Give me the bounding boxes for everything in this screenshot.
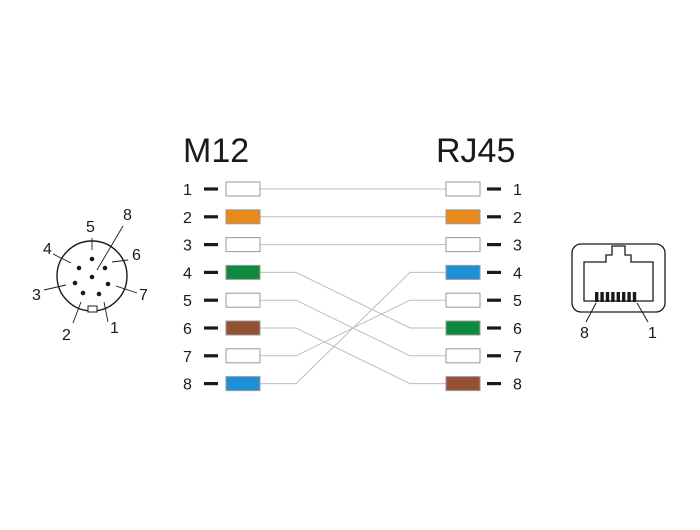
m12-pin-dot bbox=[105, 281, 111, 287]
wire-8-to-4 bbox=[260, 271, 446, 385]
rj45-pin-number: 3 bbox=[513, 238, 522, 255]
rj45-wire-color-box bbox=[445, 376, 481, 392]
rj45-pin-number: 1 bbox=[513, 182, 522, 199]
m12-label-leader bbox=[111, 259, 129, 263]
rj45-label-pin8: 8 bbox=[580, 325, 589, 342]
rj45-wire-color-box bbox=[445, 237, 481, 253]
m12-face-label: 5 bbox=[86, 219, 95, 236]
wire-4-to-6 bbox=[260, 271, 446, 329]
rj45-contact bbox=[616, 292, 620, 302]
m12-title: M12 bbox=[183, 132, 249, 170]
rj45-pin-number: 2 bbox=[513, 210, 522, 227]
rj45-contact bbox=[627, 292, 631, 302]
m12-label-leader bbox=[72, 301, 82, 324]
m12-pin-number: 4 bbox=[183, 265, 192, 282]
rj45-contact bbox=[632, 292, 637, 302]
rj45-pin-number: 4 bbox=[513, 265, 522, 282]
rj45-label-pin1: 1 bbox=[648, 325, 657, 342]
m12-pin-dot bbox=[89, 274, 95, 280]
rj45-pin1-leader bbox=[636, 302, 649, 323]
m12-face-label: 2 bbox=[62, 327, 71, 344]
m12-wire-color-box bbox=[225, 292, 261, 308]
m12-face-label: 3 bbox=[32, 287, 41, 304]
wire-group bbox=[260, 188, 446, 385]
m12-pin-number: 2 bbox=[183, 210, 192, 227]
m12-pin-number: 5 bbox=[183, 293, 192, 310]
m12-wire-color-box bbox=[225, 209, 261, 225]
rj45-pin-number: 8 bbox=[513, 377, 522, 394]
rj45-contact bbox=[595, 292, 599, 302]
m12-pin-dot bbox=[72, 280, 78, 286]
m12-pin-number: 6 bbox=[183, 321, 192, 338]
m12-pin-dot bbox=[96, 291, 102, 297]
rj45-opening bbox=[583, 245, 654, 302]
rj45-contact bbox=[605, 292, 610, 302]
m12-pin-labels: 1 2 3 4 5 6 7 8 bbox=[32, 207, 148, 344]
m12-face-label: 7 bbox=[139, 287, 148, 304]
m12-label-leader bbox=[96, 225, 124, 271]
rj45-pin-number: 5 bbox=[513, 293, 522, 310]
wire-6-to-8 bbox=[260, 327, 446, 385]
pin-rows: 1 2 3 4 5 6 7 8 1 2 3 4 5 6 7 8 bbox=[183, 181, 522, 394]
m12-face-label: 1 bbox=[110, 320, 119, 337]
m12-pin-number: 1 bbox=[183, 182, 192, 199]
m12-wire-color-box bbox=[225, 237, 261, 253]
m12-pin-number: 8 bbox=[183, 377, 192, 394]
m12-pin-dot bbox=[102, 265, 108, 271]
rj45-wire-color-box bbox=[445, 209, 481, 225]
m12-wire-color-box bbox=[225, 320, 261, 336]
m12-pin-dot bbox=[76, 265, 82, 271]
m12-pin-dot bbox=[89, 256, 95, 262]
rj45-socket: 8 1 bbox=[571, 243, 666, 342]
m12-pin-number: 7 bbox=[183, 349, 192, 366]
m12-face-label: 6 bbox=[132, 247, 141, 264]
m12-label-leader bbox=[103, 301, 109, 323]
m12-face-label: 4 bbox=[43, 241, 52, 258]
rj45-contact bbox=[622, 292, 626, 302]
m12-connector-face: 1 2 3 4 5 6 7 8 bbox=[32, 207, 148, 344]
rj45-wire-color-box bbox=[445, 292, 481, 308]
m12-key-notch bbox=[87, 305, 98, 313]
m12-pin-dot bbox=[80, 290, 86, 296]
rj45-wire-color-box bbox=[445, 181, 481, 197]
m12-wire-color-box bbox=[225, 264, 261, 280]
rj45-pin-number: 6 bbox=[513, 321, 522, 338]
m12-label-leader bbox=[43, 284, 67, 291]
rj45-pin-number: 7 bbox=[513, 349, 522, 366]
rj45-wire-color-box bbox=[445, 264, 481, 280]
rj45-contacts bbox=[595, 292, 637, 302]
m12-pin-number: 3 bbox=[183, 238, 192, 255]
m12-wire-color-box bbox=[225, 376, 261, 392]
m12-pin-dots bbox=[72, 256, 111, 297]
rj45-pin8-leader bbox=[585, 302, 597, 323]
rj45-wire-color-box bbox=[445, 320, 481, 336]
rj45-title: RJ45 bbox=[436, 132, 515, 170]
m12-wire-color-box bbox=[225, 181, 261, 197]
rj45-wire-color-box bbox=[445, 348, 481, 364]
rj45-contact bbox=[611, 292, 615, 302]
m12-label-leader bbox=[52, 253, 72, 264]
m12-face-label: 8 bbox=[123, 207, 132, 224]
rj45-contact bbox=[600, 292, 604, 302]
m12-wire-color-box bbox=[225, 348, 261, 364]
m12-label-leader bbox=[115, 285, 138, 294]
